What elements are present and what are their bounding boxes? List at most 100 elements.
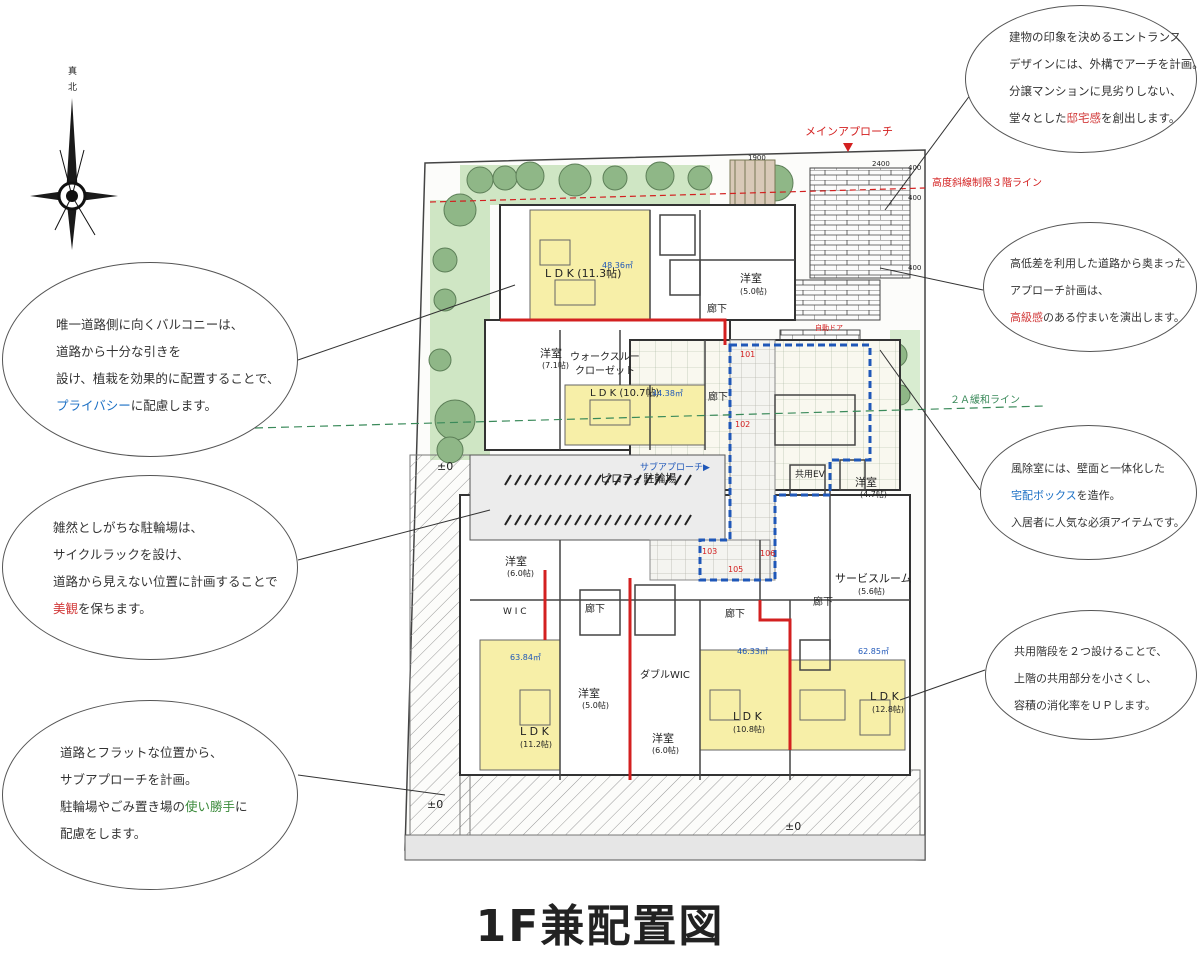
callout-bicycle-line4-text: を保ちます。 <box>78 601 152 616</box>
callout-entrance-line4b: を創出します。 <box>1101 111 1181 125</box>
callout-balcony-line2: 道路から十分な引きを <box>56 344 182 359</box>
height-limit-line <box>429 187 926 203</box>
callout-approach-line1: 高低差を利用した道路から奥まった <box>1010 257 1186 270</box>
level-label-3: ±0 <box>785 820 801 833</box>
compass-label-1: 真 <box>68 65 77 77</box>
callout-sub-line3b: に <box>235 799 248 814</box>
room-size-60b: (6.0帖) <box>652 745 679 755</box>
unit-103: 103 <box>702 547 717 556</box>
callout-balcony: 唯一道路側に向くバルコニーは、 道路から十分な引きを 設け、植栽を効果的に配置す… <box>2 262 298 457</box>
double-wic-label: ダブルWIC <box>640 668 690 681</box>
callout-balcony-line3: 設け、植栽を効果的に配置することで、 <box>56 371 280 386</box>
unit-101: 101 <box>740 350 755 359</box>
callout-entrance: 建物の印象を決めるエントランス デザインには、外構でアーチを計画。 分譲マンショ… <box>965 5 1200 153</box>
callout-stairs-line3: 容積の消化率をＵＰします。 <box>1014 699 1156 712</box>
usability-highlight: 使い勝手 <box>185 799 236 814</box>
callout-bicycle-line1: 雑然としがちな駐輪場は、 <box>53 520 204 535</box>
room-youshitsu-5: 洋室 <box>578 686 600 700</box>
room-area5: 62.85㎡ <box>858 647 889 656</box>
room-area2: 44.38㎡ <box>652 389 683 398</box>
callout-balcony-line4-text: に配慮します。 <box>130 398 218 413</box>
callout-entrance-line4a: 堂々とした <box>1009 111 1067 125</box>
room-ldk4-size: (10.8帖) <box>733 724 765 734</box>
room-size-60: (6.0帖) <box>507 568 534 578</box>
callout-balcony-line4: プライバシーに配慮します。 <box>56 392 280 419</box>
callout-windbreak: 風除室には、壁面と一体化した 宅配ボックスを造作。 入居者に人気な必須アイテムで… <box>980 425 1197 560</box>
main-approach-label: メインアプローチ <box>805 125 893 138</box>
compass-rose <box>30 98 118 250</box>
room-area4: 46.33㎡ <box>737 647 768 656</box>
callout-stairs-line2: 上階の共用部分を小さくし、 <box>1014 672 1157 685</box>
room-area3: 63.84㎡ <box>510 653 541 662</box>
callout-sub-line1: 道路とフラットな位置から、 <box>60 745 223 760</box>
callout-sub-line2: サブアプローチを計画。 <box>60 772 198 787</box>
unit-106: 106 <box>760 549 775 558</box>
relax-line <box>254 405 1046 429</box>
callout-bicycle-line4: 美観を保ちます。 <box>53 595 278 622</box>
callout-balcony-line1: 唯一道路側に向くバルコニーは、 <box>56 317 244 332</box>
callout-bicycle-line3: 道路から見えない位置に計画することで <box>53 574 278 589</box>
dim-3: 400 <box>908 164 921 172</box>
unit-102: 102 <box>735 420 750 429</box>
mansion-feel-highlight: 邸宅感 <box>1066 111 1102 125</box>
callout-bicycle: 雑然としがちな駐輪場は、 サイクルラックを設け、 道路から見えない位置に計画する… <box>2 475 298 660</box>
dim-2: 2400 <box>872 160 890 168</box>
room-youshitsu-1: 洋室 <box>740 271 762 285</box>
dim-5: 400 <box>908 264 921 272</box>
height-limit-label: 高度斜線制限３階ライン <box>932 176 1042 189</box>
service-room-size: (5.6帖) <box>858 586 885 596</box>
callout-approach-line3: 高級感のある佇まいを演出します。 <box>1010 305 1186 332</box>
room-ldk5-size: (12.8帖) <box>872 704 904 714</box>
corridor-label-5: 廊下 <box>813 595 833 608</box>
main-approach-arrow <box>843 143 853 152</box>
corridor-label-4: 廊下 <box>585 602 605 615</box>
room-size-50b: (5.0帖) <box>582 700 609 710</box>
furniture <box>519 239 891 736</box>
corridor-label-3: 廊下 <box>725 607 745 620</box>
callout-bicycle-line2: サイクルラックを設け、 <box>53 547 190 562</box>
corridor-tiles <box>649 339 776 581</box>
callout-windbreak-line2: 宅配ボックスを造作。 <box>1011 483 1185 510</box>
room-youshitsu-2: 洋室 <box>540 346 562 360</box>
callout-approach-line3-text: のある佇まいを演出します。 <box>1043 311 1185 324</box>
unit-105: 105 <box>728 565 743 574</box>
corridor-label-1: 廊下 <box>707 302 727 315</box>
callout-sub-line3a: 駐輪場やごみ置き場の <box>60 799 186 814</box>
callout-approach-line2: アプローチ計画は、 <box>1010 284 1109 297</box>
shared-ev-label: 共用EV <box>795 469 826 480</box>
callout-stairs: 共用階段を２つ設けることで、 上階の共用部分を小さくし、 容積の消化率をＵＰしま… <box>985 610 1197 740</box>
closet-label: クローゼット <box>575 365 635 377</box>
privacy-highlight: プライバシー <box>56 398 131 413</box>
room-youshitsu-3: 洋室 <box>855 475 877 489</box>
room-ldk1: L D K (11.3帖) <box>545 267 621 280</box>
luxury-highlight: 高級感 <box>1010 311 1043 324</box>
level-label-1: ±0 <box>437 460 453 473</box>
callout-entrance-line4: 堂々とした邸宅感を創出します。 <box>1009 105 1200 132</box>
callout-stairs-line1: 共用階段を２つ設けることで、 <box>1014 645 1168 658</box>
leader-lines <box>297 74 986 796</box>
room-ldk3: L D K <box>520 725 550 738</box>
sub-approach-label: サブアプローチ▶ <box>640 461 710 473</box>
dim-4: 400 <box>908 194 921 202</box>
callout-windbreak-line2-text: を造作。 <box>1076 489 1121 502</box>
callout-sub-line4: 配慮をします。 <box>60 826 147 841</box>
walk-through-label: ウォークスルー <box>570 351 640 363</box>
delivery-box-highlight: 宅配ボックス <box>1011 489 1077 502</box>
callout-sub-line3: 駐輪場やごみ置き場の使い勝手に <box>60 793 248 820</box>
callout-windbreak-line1: 風除室には、壁面と一体化した <box>1011 462 1165 475</box>
room-ldk3-size: (11.2帖) <box>520 739 552 749</box>
level-label-2: ±0 <box>427 798 443 811</box>
callout-entrance-line2: デザインには、外構でアーチを計画。 <box>1009 57 1200 71</box>
wic-label: W I C <box>503 607 527 617</box>
room-area1: 48.36㎡ <box>602 261 633 270</box>
callout-entrance-line1: 建物の印象を決めるエントランス <box>1009 30 1182 44</box>
service-room-label: サービスルーム <box>835 572 912 585</box>
room-ldk5: L D K <box>870 690 900 703</box>
room-size-71: (7.1帖) <box>542 360 569 370</box>
room-youshitsu-6: 洋室 <box>652 731 674 745</box>
unit-boundaries-red <box>500 318 792 780</box>
dim-1: 1900 <box>748 154 766 162</box>
page-title: 1F兼配置図 <box>475 901 725 952</box>
callout-approach: 高低差を利用した道路から奥まった アプローチ計画は、 高級感のある佇まいを演出し… <box>983 222 1197 352</box>
room-size-50: (5.0帖) <box>740 286 767 296</box>
